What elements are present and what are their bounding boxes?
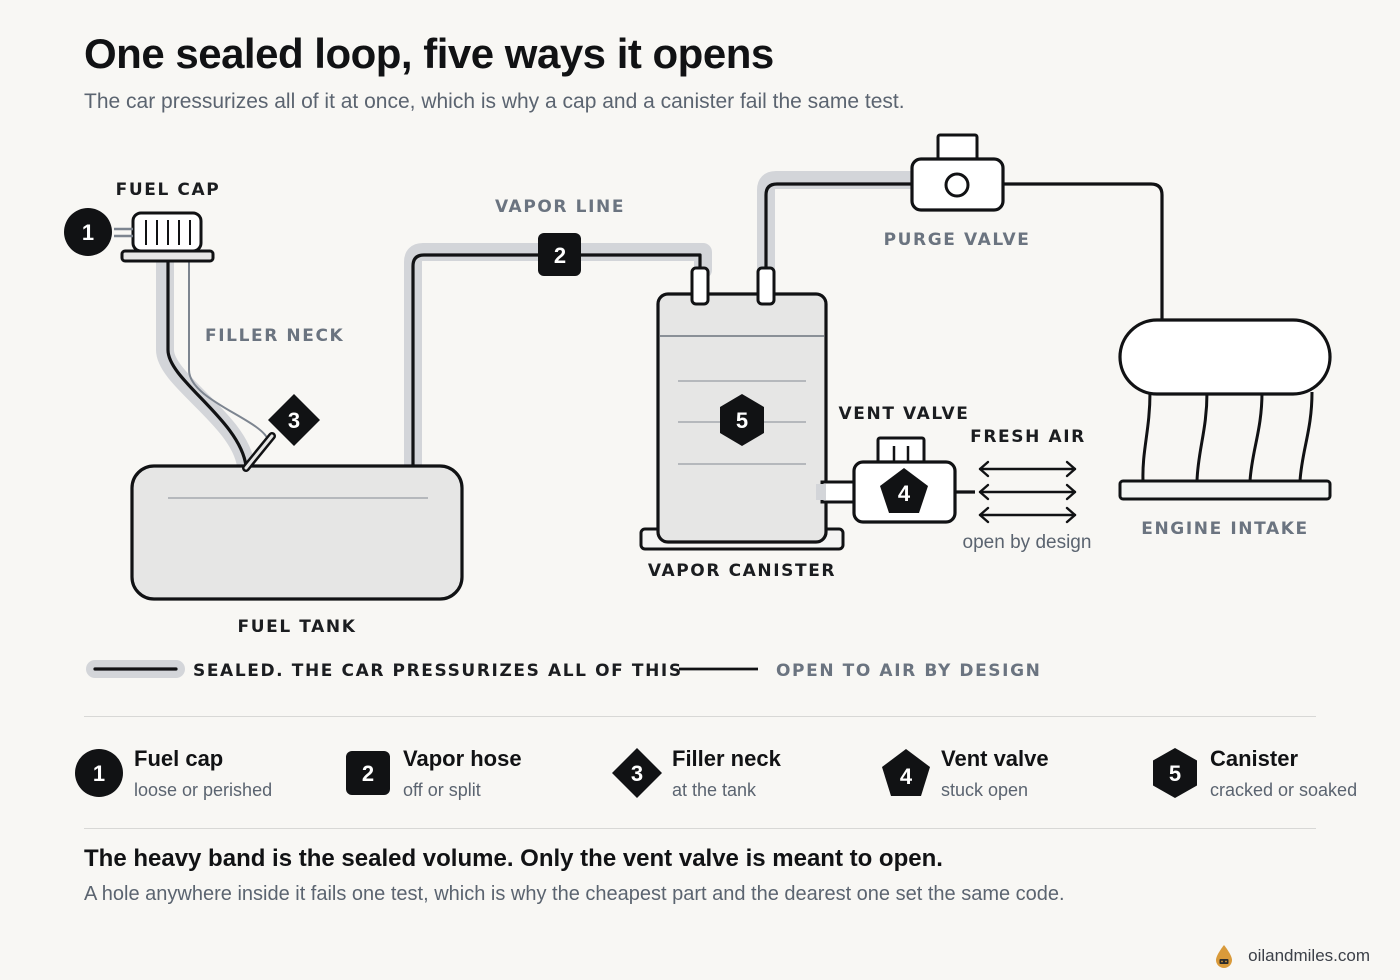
- key-name: Canister: [1210, 746, 1299, 771]
- fresh-air-arrows: [978, 460, 1077, 524]
- marker-4-vent-valve: 4: [880, 468, 928, 513]
- purge-valve-label: PURGE VALVE: [884, 230, 1031, 250]
- page-subtitle: The car pressurizes all of it at once, w…: [84, 90, 905, 113]
- marker-3-filler-neck: 3: [268, 394, 320, 446]
- svg-text:5: 5: [1169, 761, 1181, 786]
- svg-text:2: 2: [554, 243, 566, 268]
- marker-1-fuel-cap: 1: [64, 208, 112, 256]
- filler-neck-label: FILLER NECK: [205, 326, 344, 346]
- brand: oilandmiles.com: [1214, 944, 1370, 968]
- key-badge-diamond-icon: 3: [612, 748, 662, 798]
- vapor-canister-label: VAPOR CANISTER: [648, 561, 836, 581]
- svg-text:1: 1: [82, 220, 94, 245]
- footer-text: A hole anywhere inside it fails one test…: [84, 883, 1065, 905]
- key-badge-hexagon-icon: 5: [1153, 748, 1197, 798]
- evap-system-diagram: FUEL TANK FILLER NECK FUEL CAP VAPOR LIN…: [64, 133, 1332, 681]
- vapor-lines: [166, 182, 1164, 494]
- key-desc: off or split: [403, 780, 481, 800]
- key-desc: loose or perished: [134, 780, 273, 800]
- vapor-line-label: VAPOR LINE: [495, 197, 625, 217]
- footer-headline: The heavy band is the sealed volume. Onl…: [84, 845, 943, 872]
- svg-text:5: 5: [736, 408, 748, 433]
- legend-sealed-label: SEALED. THE CAR PRESSURIZES ALL OF THIS: [193, 661, 683, 681]
- key-name: Vent valve: [941, 746, 1049, 771]
- key-badge-square-icon: 2: [346, 751, 390, 795]
- fuel-cap-label: FUEL CAP: [116, 180, 221, 200]
- key-desc: at the tank: [672, 780, 757, 800]
- svg-text:2: 2: [362, 761, 374, 786]
- oil-drop-icon: [1216, 945, 1233, 968]
- key-badge-pentagon-icon: 4: [882, 749, 930, 796]
- svg-text:1: 1: [93, 761, 105, 786]
- engine-intake: [1118, 318, 1332, 501]
- key-name: Fuel cap: [134, 746, 224, 771]
- marker-2-vapor-hose: 2: [538, 233, 581, 276]
- marker-5-canister: 5: [720, 394, 764, 446]
- brand-site[interactable]: oilandmiles.com: [1248, 946, 1370, 965]
- svg-text:4: 4: [900, 764, 913, 789]
- legend: SEALED. THE CAR PRESSURIZES ALL OF THIS …: [86, 660, 1041, 681]
- key-badge-circle-icon: 1: [75, 749, 123, 797]
- divider-top: [84, 716, 1316, 717]
- fuel-cap: [114, 211, 215, 263]
- vent-valve-label: VENT VALVE: [839, 404, 970, 424]
- key-name: Filler neck: [672, 746, 781, 771]
- fuel-tank: [130, 464, 464, 601]
- divider-bottom: [84, 828, 1316, 829]
- open-by-design-label: open by design: [963, 532, 1092, 553]
- vapor-canister: [639, 266, 856, 551]
- svg-text:3: 3: [288, 408, 300, 433]
- svg-text:3: 3: [631, 761, 643, 786]
- engine-intake-label: ENGINE INTAKE: [1141, 519, 1308, 539]
- fresh-air-label: FRESH AIR: [970, 427, 1086, 447]
- key-desc: stuck open: [941, 780, 1029, 800]
- fuel-tank-label: FUEL TANK: [237, 617, 356, 637]
- key-name: Vapor hose: [403, 746, 522, 771]
- purge-valve: [910, 133, 1005, 212]
- svg-text:4: 4: [898, 481, 911, 506]
- key-desc: cracked or soaked: [1210, 780, 1358, 800]
- legend-open-label: OPEN TO AIR BY DESIGN: [776, 661, 1041, 681]
- page-title: One sealed loop, five ways it opens: [84, 30, 774, 77]
